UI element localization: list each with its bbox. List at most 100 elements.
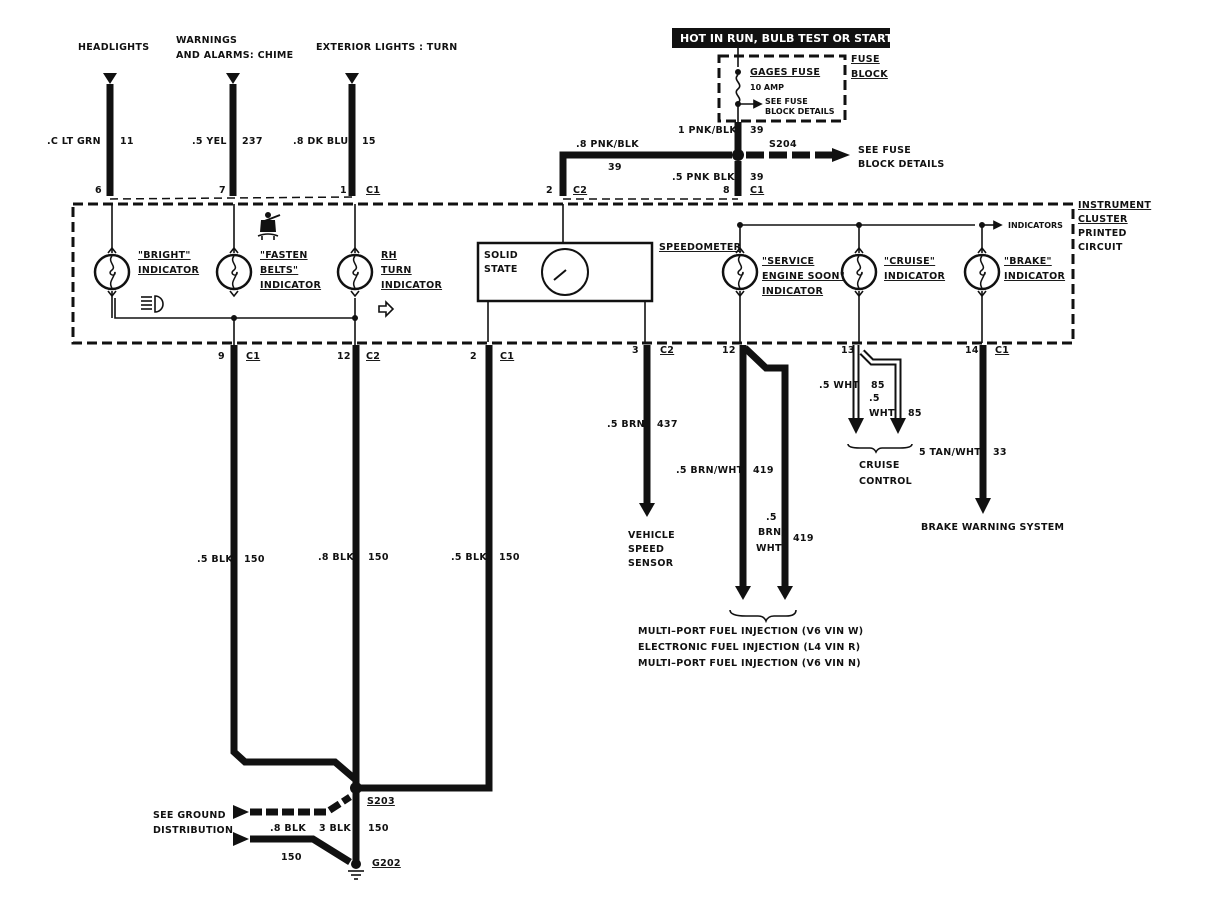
bulb-label: INDICATOR bbox=[138, 265, 199, 276]
wire-color: .5 WHT bbox=[819, 380, 859, 391]
circuit-number: 437 bbox=[657, 419, 678, 430]
junction-dot bbox=[737, 222, 743, 228]
circuit-number: 85 bbox=[871, 380, 885, 391]
arrow-icon bbox=[639, 503, 655, 517]
output-pin9: 9 C1 .5 BLK 150 bbox=[197, 351, 265, 565]
turn-arrow-icon bbox=[378, 300, 395, 318]
circuit-number: 85 bbox=[908, 408, 922, 419]
solid-state-label: SOLID bbox=[484, 250, 518, 261]
connector-id: C1 bbox=[500, 351, 514, 362]
wire-color: .8 PNK/BLK bbox=[576, 139, 639, 150]
bulb-label: INDICATOR bbox=[381, 280, 442, 291]
bulb-label: ENGINE SOON" bbox=[762, 271, 845, 282]
wire-color: .8 BLK bbox=[270, 823, 306, 834]
speedometer-label: SPEEDOMETER bbox=[659, 242, 742, 253]
connector-id: C1 bbox=[995, 345, 1009, 356]
see-fuse-large: SEE FUSE bbox=[858, 145, 911, 156]
wire-color: .5 BRN/WHT bbox=[676, 465, 744, 476]
input-chime: WARNINGS AND ALARMS: CHIME .5 YEL 237 7 bbox=[176, 35, 293, 196]
output-pin12-c2: 12 C2 .8 BLK 150 bbox=[318, 351, 389, 563]
pin-number: 2 bbox=[546, 185, 553, 196]
bulb-label: BELTS" bbox=[260, 265, 298, 276]
indicator-bulbs bbox=[93, 204, 1001, 343]
pin-number: 12 bbox=[337, 351, 351, 362]
ground-icon bbox=[348, 870, 364, 880]
wire-color: 5 TAN/WHT bbox=[919, 447, 981, 458]
bulb-icon bbox=[336, 204, 374, 298]
bulb-label: RH bbox=[381, 250, 397, 261]
circuit-number: 150 bbox=[244, 554, 265, 565]
pin-number: 7 bbox=[219, 185, 226, 196]
bulb-label: INDICATOR bbox=[762, 286, 823, 297]
wire-ground-dist bbox=[250, 794, 352, 816]
pin-number: 2 bbox=[470, 351, 477, 362]
cluster-label-line: INSTRUMENT bbox=[1078, 200, 1151, 211]
wire-color: WHT bbox=[869, 408, 895, 419]
bulb-label: "CRUISE" bbox=[884, 256, 935, 267]
see-fuse-small: SEE FUSE bbox=[765, 97, 808, 106]
pin-number: 8 bbox=[723, 185, 730, 196]
brace-icon bbox=[847, 443, 913, 454]
cluster-label-line: PRINTED bbox=[1078, 228, 1127, 239]
arrow-icon bbox=[233, 832, 249, 846]
input-turn: EXTERIOR LIGHTS : TURN .8 DK BLU 15 1 C1 bbox=[293, 42, 457, 196]
wire-color: 3 BLK bbox=[319, 823, 351, 834]
connector-arrow-icon bbox=[103, 73, 117, 84]
cluster-label-line: CIRCUIT bbox=[1078, 242, 1123, 253]
pin-number: 13 bbox=[841, 345, 855, 356]
bulb-icon bbox=[963, 225, 1001, 343]
solid-state-label: STATE bbox=[484, 264, 518, 275]
cluster-label-line: CLUSTER bbox=[1078, 214, 1128, 225]
destination: MULTI–PORT FUEL INJECTION (V6 VIN N) bbox=[638, 658, 861, 669]
instrument-cluster-outline bbox=[71, 202, 1075, 345]
arrow-icon bbox=[975, 498, 991, 514]
splice-s203 bbox=[350, 782, 362, 794]
arrow-icon bbox=[832, 148, 850, 162]
connector-c1-outline bbox=[109, 196, 353, 200]
connector-arrow-icon bbox=[345, 73, 359, 84]
destination: CRUISE bbox=[859, 460, 900, 471]
wire-color: .5 bbox=[869, 393, 880, 404]
wire-ground-9 bbox=[230, 345, 359, 783]
fuse-terminal bbox=[735, 69, 741, 75]
fuse-name: GAGES FUSE bbox=[750, 67, 820, 78]
wire-color: .5 BRN bbox=[607, 419, 645, 430]
fuse-icon bbox=[735, 74, 741, 104]
headlamp-icon bbox=[141, 295, 164, 313]
bulb-icon bbox=[93, 204, 131, 318]
wire-color: .5 YEL bbox=[192, 136, 227, 147]
fuse-block-label: FUSE bbox=[851, 54, 880, 65]
output-cruise: 13 .5 WHT 85 .5 WHT 85 CRUISE CONTROL bbox=[819, 345, 922, 487]
bulb-icon bbox=[721, 225, 759, 343]
bulb-label: "FASTEN bbox=[260, 250, 308, 261]
bulb-label: INDICATOR bbox=[260, 280, 321, 291]
bulb-label: "BRAKE" bbox=[1004, 256, 1052, 267]
circuit-number: 150 bbox=[281, 852, 302, 863]
circuit-number: 237 bbox=[242, 136, 263, 147]
system-label: WARNINGS bbox=[176, 35, 237, 46]
wire-color: .5 PNK BLK bbox=[672, 172, 735, 183]
solid-state-box bbox=[476, 241, 654, 303]
wire-ses-b bbox=[742, 345, 789, 588]
hot-label-box bbox=[672, 28, 890, 48]
fuse-block-outline bbox=[717, 54, 847, 123]
seatbelt-icon bbox=[257, 212, 281, 240]
system-label: HEADLIGHTS bbox=[78, 42, 149, 53]
see-ground: DISTRIBUTION bbox=[153, 825, 233, 836]
fuse-block-label: BLOCK bbox=[851, 69, 888, 80]
pin-number: 9 bbox=[218, 351, 225, 362]
arrow-icon bbox=[735, 586, 751, 600]
circuit-number: 33 bbox=[993, 447, 1007, 458]
bulb-icon bbox=[215, 204, 253, 298]
ground-bus bbox=[114, 298, 355, 319]
pin-number: 1 bbox=[340, 185, 347, 196]
output-pin2-c1: 2 C1 .5 BLK 150 bbox=[451, 351, 520, 563]
power-feed: HOT IN RUN, BULB TEST OR START FUSE BLOC… bbox=[546, 28, 944, 196]
output-brake: 14 C1 5 TAN/WHT 33 BRAKE WARNING SYSTEM bbox=[919, 345, 1064, 533]
pin-number: 12 bbox=[722, 345, 736, 356]
destination: VEHICLE bbox=[628, 530, 675, 541]
bulb-label: INDICATOR bbox=[1004, 271, 1065, 282]
cluster-label: INSTRUMENT CLUSTER PRINTED CIRCUIT bbox=[1078, 200, 1151, 253]
arrow-icon bbox=[848, 418, 864, 434]
